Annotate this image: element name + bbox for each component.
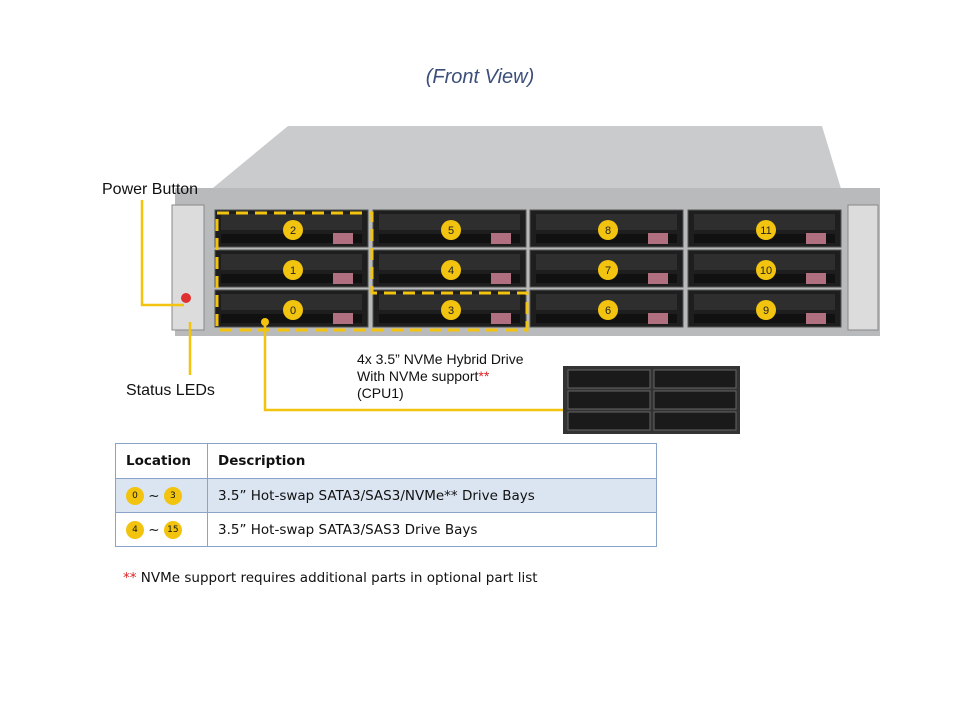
svg-text:6: 6 <box>605 305 611 317</box>
footnote-mark: ** <box>123 570 137 586</box>
bay-number-badge <box>598 220 618 240</box>
page-title: (Front View) <box>425 66 535 88</box>
nvme-bays-outline <box>215 211 529 332</box>
drive-latch <box>491 273 511 284</box>
drive-latch <box>806 273 826 284</box>
row-description: 3.5” Hot-swap SATA3/SAS3/NVMe** Drive Ba… <box>207 478 657 513</box>
drive-latch <box>491 233 511 244</box>
bay-number-badge <box>441 300 461 320</box>
right-ear <box>847 204 879 331</box>
header-description: Description <box>207 443 657 479</box>
nvme-callout-line1: 4x 3.5” NVMe Hybrid Drive <box>357 351 524 367</box>
bay-number-badge <box>756 260 776 280</box>
nvme-callout: 4x 3.5” NVMe Hybrid Drive With NVMe supp… <box>357 351 524 402</box>
bay-badge: 3 <box>163 486 182 505</box>
table-row: 4 ~ 15 3.5” Hot-swap SATA3/SAS3 Drive Bay… <box>115 512 657 547</box>
drive-latch <box>648 233 668 244</box>
drive-latch <box>333 233 353 244</box>
svg-text:11: 11 <box>760 225 771 237</box>
nvme-callout-line2: With NVMe support <box>357 368 479 384</box>
header-location: Location <box>115 443 208 479</box>
drive-bay-4[interactable]: 4 <box>372 249 527 288</box>
svg-text:10: 10 <box>760 265 772 277</box>
drive-bay-1[interactable]: 1 <box>214 249 369 288</box>
bay-number-badge <box>756 220 776 240</box>
bay-number-badge <box>283 260 303 280</box>
drive-latch <box>648 313 668 324</box>
drive-bay-10[interactable]: 10 <box>687 249 842 288</box>
power-button-leader <box>140 200 184 307</box>
left-ear <box>171 204 205 331</box>
drive-bay-2[interactable]: 2 <box>214 209 369 248</box>
svg-text:8: 8 <box>605 225 611 237</box>
footnote: ** NVMe support requires additional part… <box>123 570 538 586</box>
footnote-text: NVMe support requires additional parts i… <box>136 570 538 586</box>
bay-badge: 15 <box>163 520 182 539</box>
range-sep: ~ <box>148 521 160 538</box>
drive-latch <box>806 313 826 324</box>
drive-latch <box>648 273 668 284</box>
drive-bay-5[interactable]: 5 <box>372 209 527 248</box>
bay-number-badge <box>283 220 303 240</box>
range-sep: ~ <box>148 487 160 504</box>
svg-text:4: 4 <box>448 265 454 277</box>
drive-bay-6[interactable]: 6 <box>529 289 684 328</box>
status-leds-label: Status LEDs <box>126 382 215 399</box>
nvme-leader <box>263 322 565 412</box>
drive-bay-11[interactable]: 11 <box>687 209 842 248</box>
bay-number-badge <box>756 300 776 320</box>
power-button-label: Power Button <box>102 181 199 198</box>
svg-text:7: 7 <box>605 265 611 277</box>
svg-text:0: 0 <box>290 305 296 317</box>
drive-bay-7[interactable]: 7 <box>529 249 684 288</box>
svg-text:9: 9 <box>763 305 769 317</box>
svg-text:5: 5 <box>448 225 454 237</box>
drive-latch <box>806 233 826 244</box>
drive-bay-9[interactable]: 9 <box>687 289 842 328</box>
svg-text:2: 2 <box>290 225 296 237</box>
drive-latch <box>333 273 353 284</box>
nvme-drive-image <box>563 366 740 434</box>
bay-number-badge <box>598 300 618 320</box>
row-description: 3.5” Hot-swap SATA3/SAS3 Drive Bays <box>207 512 657 547</box>
svg-text:3: 3 <box>448 305 454 317</box>
drive-bay-3[interactable]: 3 <box>372 289 527 328</box>
drive-bay-8[interactable]: 8 <box>529 209 684 248</box>
bay-badge: 0 <box>126 486 144 505</box>
drive-bay-0[interactable]: 0 <box>214 289 369 328</box>
bay-badge: 4 <box>126 520 144 539</box>
svg-text:1: 1 <box>290 265 296 277</box>
chassis-top <box>208 126 842 192</box>
bay-number-badge <box>283 300 303 320</box>
bay-number-badge <box>441 220 461 240</box>
drive-latch <box>333 313 353 324</box>
drive-latch <box>491 313 511 324</box>
power-button-icon <box>181 293 191 303</box>
nvme-callout-line3: (CPU1) <box>357 385 404 401</box>
nvme-footnote-mark: ** <box>478 368 490 384</box>
bay-number-badge <box>598 260 618 280</box>
bay-number-badge <box>441 260 461 280</box>
table-row: 0 ~ 3 3.5” Hot-swap SATA3/SAS3/NVMe** Dri… <box>115 478 657 513</box>
